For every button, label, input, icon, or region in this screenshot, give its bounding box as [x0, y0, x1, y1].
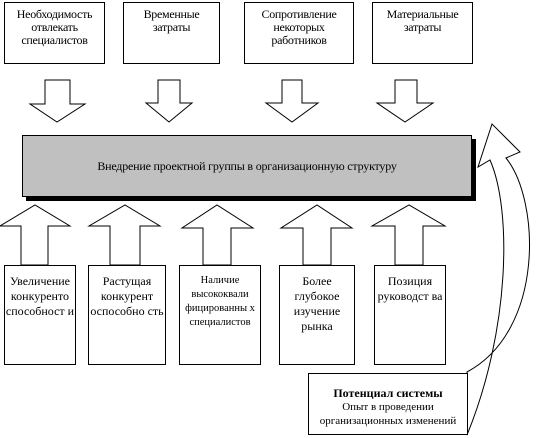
down-arrow-2: [144, 79, 194, 123]
factor-label: Материальные затраты: [386, 7, 459, 34]
factor-label: Временные затраты: [143, 7, 200, 34]
up-arrow-4: [279, 204, 354, 266]
factor-box-management-position: Позиция руководст ва: [374, 265, 446, 365]
center-box-project-group: Внедрение проектной группы в организацио…: [22, 135, 472, 197]
down-arrow-4: [375, 79, 435, 123]
factor-label: Необходимость отвлекать специалистов: [16, 7, 93, 47]
curved-arrow: [466, 123, 530, 436]
potential-box: Потенциал системы Опыт в проведении орга…: [308, 373, 468, 435]
up-arrow-3: [180, 204, 255, 266]
factor-box-competitiveness: Увеличение конкуренто способност и: [4, 265, 76, 365]
potential-title: Потенциал системы: [333, 386, 443, 400]
factor-label: Растущая конкурент оспособно сть: [90, 274, 164, 318]
factor-box-growing-competitiveness: Растущая конкурент оспособно сть: [88, 265, 166, 365]
factor-box-employee-resistance: Сопротивление некоторых работников: [244, 2, 354, 64]
potential-description: Опыт в проведении организационных измене…: [319, 401, 457, 427]
factor-box-qualified-specialists: Наличие высококвали фицированны х специа…: [179, 265, 261, 365]
factor-label: Увеличение конкуренто способност и: [5, 274, 75, 318]
down-arrow-1: [28, 79, 87, 123]
factor-label: Наличие высококвали фицированны х специа…: [185, 275, 255, 328]
factor-label: Более глубокое изучение рынка: [293, 274, 341, 333]
up-arrow-2: [87, 204, 162, 266]
factor-box-material-costs: Материальные затраты: [372, 2, 473, 64]
factor-box-distracting-specialists: Необходимость отвлекать специалистов: [4, 2, 105, 64]
factor-label: Сопротивление некоторых работников: [261, 7, 337, 47]
factor-box-market-research: Более глубокое изучение рынка: [279, 265, 355, 365]
up-arrow-1: [0, 204, 72, 266]
center-label: Внедрение проектной группы в организацио…: [97, 158, 397, 173]
factor-box-time-costs: Временные затраты: [123, 2, 220, 64]
down-arrow-3: [264, 79, 320, 123]
up-arrow-5: [370, 204, 447, 266]
factor-label: Позиция руководст ва: [377, 274, 443, 303]
